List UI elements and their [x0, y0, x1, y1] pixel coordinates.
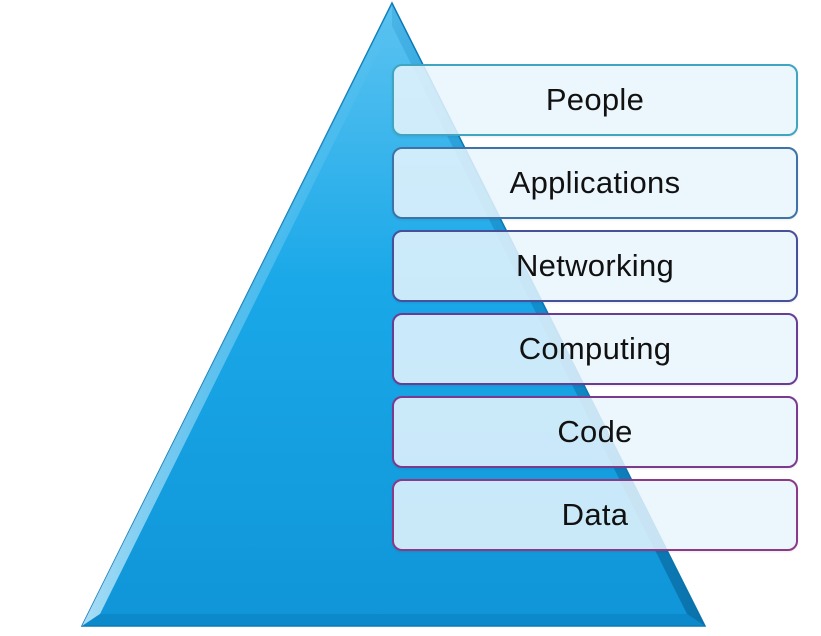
layer-networking: Networking [392, 230, 798, 302]
pyramid-bottom-bevel [82, 614, 705, 626]
pyramid-left-bevel [82, 3, 392, 626]
layer-label: People [545, 82, 645, 117]
layer-people: People [392, 64, 798, 136]
layer-applications: Applications [392, 147, 798, 219]
layer-code: Code [392, 396, 798, 468]
layer-label: Code [557, 414, 633, 449]
layer-label: Networking [515, 248, 675, 283]
layer-data: Data [392, 479, 798, 551]
layer-computing: Computing [392, 313, 798, 385]
layer-label: Data [561, 497, 629, 532]
layer-label: Applications [509, 165, 681, 200]
layer-label: Computing [518, 331, 672, 366]
